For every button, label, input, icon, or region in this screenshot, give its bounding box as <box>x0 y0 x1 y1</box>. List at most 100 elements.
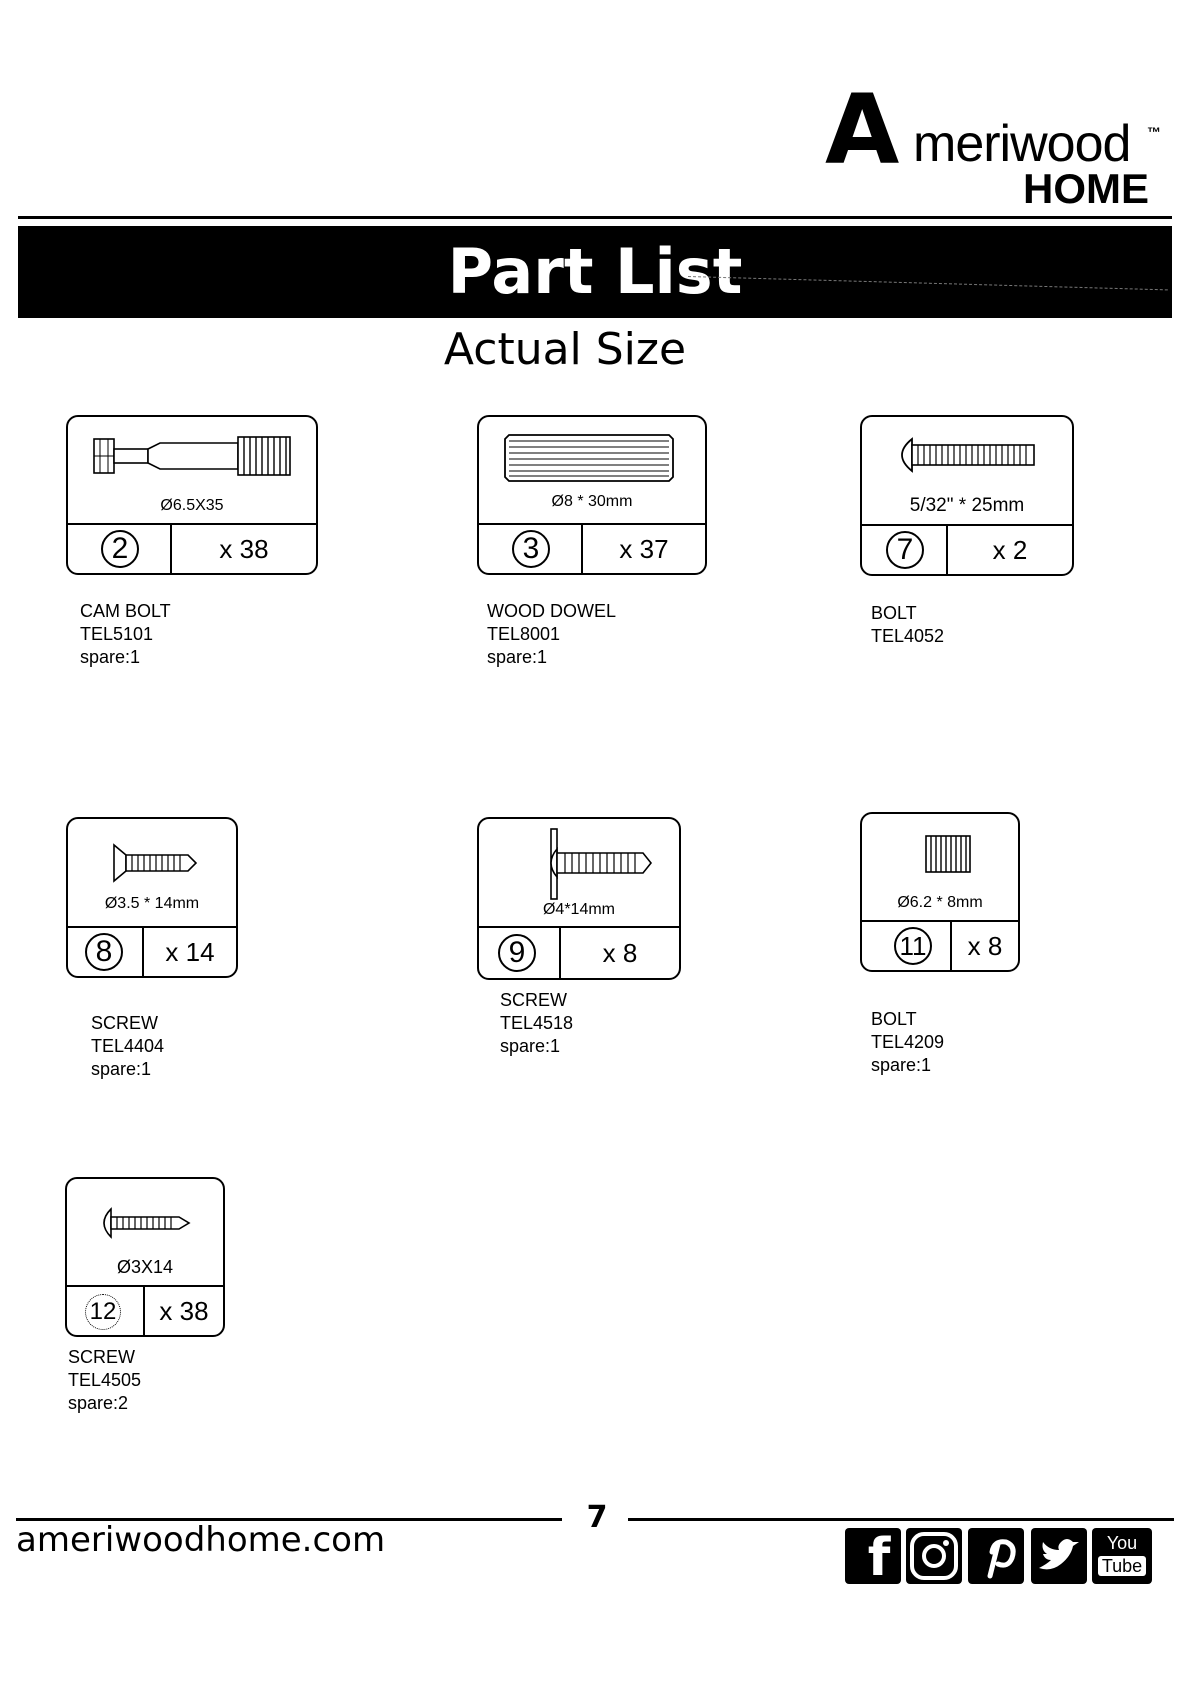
bolt-icon <box>901 437 1035 473</box>
part-spare: spare:1 <box>91 1059 152 1079</box>
header-rule <box>18 216 1172 219</box>
part-dimension: Ø4*14mm <box>542 901 616 918</box>
twitter-icon[interactable] <box>1031 1528 1087 1584</box>
part-name: SCREW <box>500 990 567 1010</box>
part-quantity: x 2 <box>992 534 1028 565</box>
part-info-9: SCREW TEL4518 spare:1 <box>500 989 573 1058</box>
part-quantity: x 38 <box>159 1295 209 1326</box>
part-card-11: Ø6.2 * 8mm 11 x 8 <box>860 812 1020 972</box>
part-name: CAM BOLT <box>80 601 171 621</box>
website-link[interactable]: ameriwoodhome.com <box>16 1520 386 1560</box>
short-bolt-icon <box>925 835 971 873</box>
facebook-glyph: f <box>867 1528 891 1588</box>
wood-dowel-icon <box>504 434 674 482</box>
part-quantity: x 14 <box>165 936 215 967</box>
part-count-row: 8 x 14 <box>68 926 236 976</box>
part-code: TEL4209 <box>871 1032 945 1052</box>
part-number: 3 <box>512 530 550 568</box>
part-info-2: CAM BOLT TEL5101 spare:1 <box>80 600 171 669</box>
part-number: 12 <box>85 1294 121 1330</box>
part-number: 2 <box>101 530 139 568</box>
part-card-2: Ø6.5X35 2 x 38 <box>66 415 318 575</box>
part-spare: spare:1 <box>487 647 548 667</box>
part-code: TEL4052 <box>871 626 945 646</box>
flat-screw-icon <box>113 843 198 883</box>
logo-word: meriwood <box>913 115 1131 173</box>
pinterest-glyph <box>987 1539 1016 1579</box>
part-dimension: Ø8 * 30mm <box>551 493 633 510</box>
part-count-row: 2 x 38 <box>68 523 316 573</box>
part-name: BOLT <box>871 1009 917 1029</box>
part-info-3: WOOD DOWEL TEL8001 spare:1 <box>487 600 616 669</box>
footer-rule-left <box>16 1518 562 1521</box>
part-info-8: SCREW TEL4404 spare:1 <box>91 1012 164 1081</box>
part-code: TEL4505 <box>68 1370 142 1390</box>
part-count-row: 11 x 8 <box>862 920 1018 970</box>
part-count-row: 7 x 2 <box>862 524 1072 574</box>
part-dimension: Ø3.5 * 14mm <box>104 895 200 912</box>
part-count-row: 12 x 38 <box>67 1285 223 1335</box>
cam-bolt-icon <box>93 436 291 476</box>
part-name: SCREW <box>68 1347 135 1367</box>
part-name: WOOD DOWEL <box>487 601 616 621</box>
part-code: TEL5101 <box>80 624 154 644</box>
youtube-label-bottom: Tube <box>1098 1556 1146 1576</box>
part-card-7: 5/32" * 25mm 7 x 2 <box>860 415 1074 576</box>
part-dimension: 5/32" * 25mm <box>909 495 1025 516</box>
logo-home: HOME <box>1023 165 1149 212</box>
part-code: TEL4518 <box>500 1013 574 1033</box>
part-number-cell: 8 <box>68 928 144 976</box>
part-name: BOLT <box>871 603 917 623</box>
page-number: 7 <box>586 1500 608 1535</box>
instagram-glyph <box>910 1532 958 1580</box>
part-spare: spare:1 <box>80 647 141 667</box>
part-number: 8 <box>85 933 123 971</box>
round-screw-icon <box>103 1207 191 1239</box>
part-count-row: 3 x 37 <box>479 523 705 573</box>
part-card-8: Ø3.5 * 14mm 8 x 14 <box>66 817 238 978</box>
page-subtitle: Actual Size <box>443 324 687 375</box>
pinterest-icon[interactable] <box>968 1528 1024 1584</box>
part-code: TEL4404 <box>91 1036 165 1056</box>
part-spare: spare:2 <box>68 1393 129 1413</box>
part-card-12: Ø3X14 12 x 38 <box>65 1177 225 1337</box>
part-quantity: x 37 <box>619 533 669 564</box>
part-number-cell: 11 <box>862 922 952 970</box>
part-spare: spare:1 <box>871 1055 932 1075</box>
part-card-9: Ø4*14mm 9 x 8 <box>477 817 681 980</box>
part-number: 9 <box>498 934 536 972</box>
part-count-row: 9 x 8 <box>479 926 679 978</box>
youtube-label-top: You <box>1106 1533 1138 1553</box>
part-quantity: x 38 <box>219 533 269 564</box>
part-number-cell: 3 <box>479 525 583 573</box>
part-number-cell: 9 <box>479 928 561 978</box>
logo-letter: A <box>825 74 900 186</box>
part-quantity: x 8 <box>602 937 638 968</box>
part-card-3: Ø8 * 30mm 3 x 37 <box>477 415 707 575</box>
instagram-icon[interactable] <box>906 1528 962 1584</box>
part-number: 7 <box>886 531 924 569</box>
youtube-icon[interactable]: You Tube <box>1092 1528 1152 1584</box>
part-number: 11 <box>894 927 932 965</box>
page-title: Part List <box>447 235 743 308</box>
facebook-icon[interactable]: f <box>845 1528 901 1588</box>
part-name: SCREW <box>91 1013 158 1033</box>
part-info-11: BOLT TEL4209 spare:1 <box>871 1008 944 1077</box>
part-quantity: x 8 <box>967 930 1003 961</box>
part-dimension: Ø6.2 * 8mm <box>897 894 983 911</box>
footer-rule-right <box>628 1518 1174 1521</box>
part-dimension: Ø3X14 <box>116 1257 174 1277</box>
part-code: TEL8001 <box>487 624 561 644</box>
part-number-cell: 7 <box>862 526 948 574</box>
logo-trademark: ™ <box>1147 124 1161 140</box>
twitter-glyph <box>1039 1539 1079 1570</box>
part-info-7: BOLT TEL4052 <box>871 602 944 648</box>
part-spare: spare:1 <box>500 1036 561 1056</box>
title-banner: Part List <box>18 226 1172 318</box>
ameriwood-home-logo: A meriwood ™ HOME <box>825 82 1165 212</box>
part-number-cell: 2 <box>68 525 172 573</box>
part-info-12: SCREW TEL4505 spare:2 <box>68 1346 141 1415</box>
washer-screw-icon <box>550 828 653 900</box>
part-number-cell: 12 <box>67 1287 145 1335</box>
part-dimension: Ø6.5X35 <box>160 497 224 514</box>
